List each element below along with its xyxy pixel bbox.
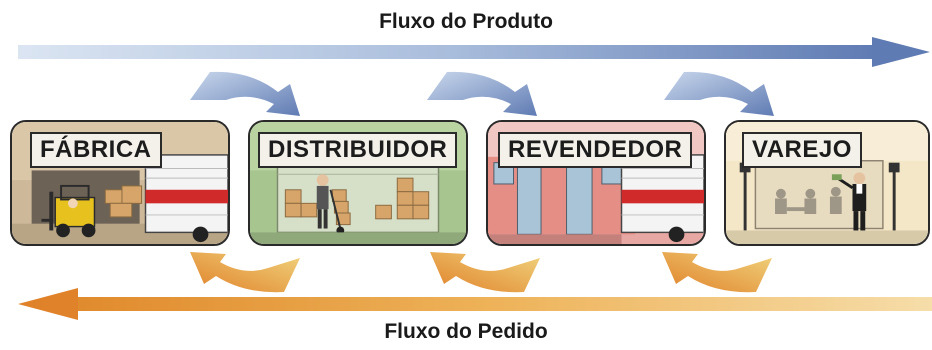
diners-silhouette-icon	[775, 186, 842, 214]
waiter-icon	[831, 172, 867, 235]
stage-panel-revendedor: REVENDEDOR	[486, 120, 706, 246]
order-curved-arrow-1	[190, 252, 300, 293]
product-curved-arrow-1	[190, 71, 300, 116]
product-curved-arrow-3	[664, 71, 774, 116]
stage-label-fabrica: FÁBRICA	[30, 132, 162, 168]
product-flow-arrow	[18, 37, 930, 67]
order-flow-label: Fluxo do Pedido	[384, 320, 548, 343]
order-curved-arrow-2	[430, 252, 540, 293]
box-stack-icon	[284, 177, 430, 220]
retail-scene	[726, 122, 928, 244]
stage-label-distribuidor: DISTRIBUIDOR	[258, 132, 458, 168]
order-flow-arrow	[18, 288, 932, 320]
product-curved-arrow-2	[427, 71, 537, 116]
order-curved-arrow-3	[662, 252, 772, 293]
stage-label-varejo: VAREJO	[742, 132, 862, 168]
storefront-icon	[488, 156, 636, 235]
stage-label-revendedor: REVENDEDOR	[498, 132, 693, 168]
stage-panel-fabrica: FÁBRICA	[10, 120, 230, 246]
stage-panel-varejo: VAREJO	[724, 120, 930, 246]
stage-panel-distribuidor: DISTRIBUIDOR	[248, 120, 468, 246]
worker-with-hand-truck-icon	[316, 174, 351, 235]
product-flow-label: Fluxo do Produto	[379, 10, 553, 33]
forklift-icon	[41, 184, 96, 238]
